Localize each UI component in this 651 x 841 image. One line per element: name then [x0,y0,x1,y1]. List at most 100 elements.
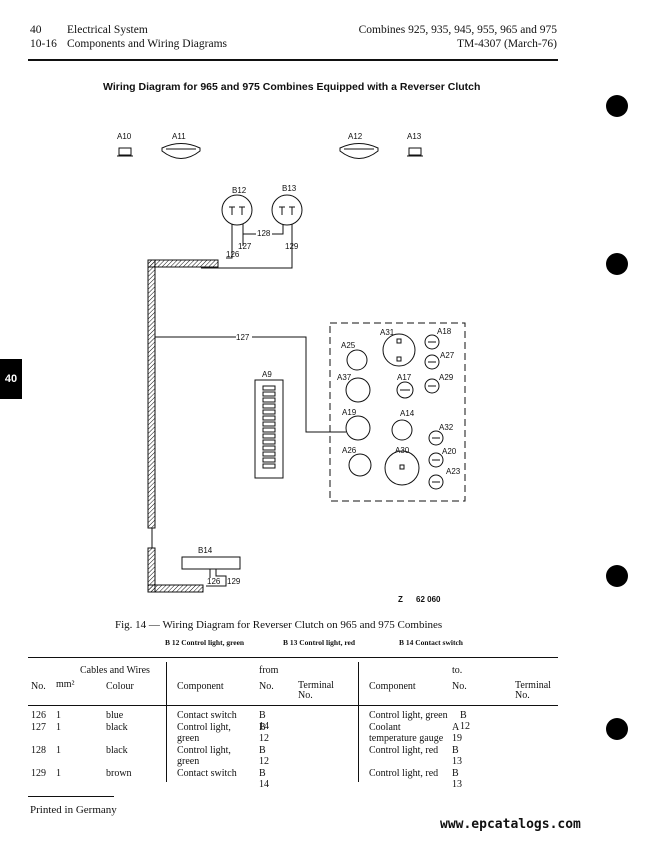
label-wire-129: 129 [285,242,299,251]
gauge-a31 [382,333,416,367]
label-a20: A20 [442,447,457,456]
headlamp-a12 [339,143,379,159]
cell-from-component: Contact switch [177,768,237,779]
indicator-a29 [424,378,440,394]
label-a30: A30 [395,446,410,455]
col-to-component: Component [369,681,416,692]
cell-mm2: 1 [56,745,61,756]
label-a23: A23 [446,467,461,476]
footer-rule [28,796,114,797]
lamp-a10 [118,147,132,156]
cell-to-no: B 12 [460,710,470,732]
cell-mm2: 1 [56,722,61,733]
page-number: 10-16 [30,38,57,50]
label-a9: A9 [262,370,272,379]
col-colour: Colour [106,681,134,692]
table-rule-header [28,705,558,706]
col-to-no: No. [452,681,467,692]
section-number: 40 [30,24,42,36]
indicator-a20 [428,452,444,468]
contact-switch-b14 [181,556,241,570]
label-a12: A12 [348,132,363,141]
indicator-a18 [424,334,440,350]
headlamp-a11 [161,143,201,159]
cell-from-no: B 14 [259,710,269,732]
cell-no: 129 [31,768,46,779]
label-a11: A11 [172,132,186,141]
label-wire-126: 126 [226,250,240,259]
label-a37: A37 [337,373,352,382]
col-no: No. [31,681,46,692]
gauge-a37 [345,377,371,403]
control-light-b12 [221,194,253,226]
cell-from-no: B 14 [259,768,269,790]
label-b14: B14 [198,546,213,555]
gauge-a26 [348,453,372,477]
gauge-a19 [345,415,371,441]
table-group-cables: Cables and Wires [80,665,150,676]
label-wire-129-b14: 129 [227,577,241,586]
cell-from-component: Contact switch [177,710,237,721]
manual-number: TM-4307 (March-76) [457,38,557,50]
harness-bottom [147,584,204,593]
cell-no: 126 [31,710,46,721]
cell-colour: black [106,722,128,733]
table-divider [358,662,359,782]
cell-mm2: 1 [56,768,61,779]
lamp-a13 [408,147,422,156]
label-a27: A27 [440,351,455,360]
binder-hole [606,253,628,275]
cell-from-no: B 12 [259,745,269,767]
cell-colour: brown [106,768,132,779]
figure-caption: Fig. 14 — Wiring Diagram for Reverser Cl… [115,619,443,631]
header-rule [28,59,558,61]
indicator-a23 [428,474,444,490]
cell-no: 128 [31,745,46,756]
label-b12: B12 [232,186,247,195]
footer-printed: Printed in Germany [30,804,117,816]
col-mm2: mm² [56,679,75,690]
binder-hole [606,565,628,587]
cell-from-component: Control light, green [177,745,231,767]
label-a32: A32 [439,423,454,432]
col-from-component: Component [177,681,224,692]
legend-b12: B 12 Control light, green [165,638,245,647]
wiring-diagram: A10 A11 A12 A13 B12 B13 128 127 129 126 … [117,132,466,604]
label-a19: A19 [342,408,357,417]
cell-to-no: A 19 [452,722,462,744]
label-b13: B13 [282,184,297,193]
label-a17: A17 [397,373,412,382]
label-a14: A14 [400,409,415,418]
indicator-a27 [424,354,440,370]
models-heading: Combines 925, 935, 945, 955, 965 and 975 [358,24,557,36]
cell-to-component: Control light, green [369,710,448,721]
cell-from-no: B 12 [259,722,269,744]
watermark: www.epcatalogs.com [440,817,581,832]
reference-prefix: Z [398,595,403,604]
label-a13: A13 [407,132,422,141]
cell-to-no: B 13 [452,768,462,790]
section-title: Electrical System [67,24,148,36]
label-a10: A10 [117,132,132,141]
cell-to-component: Control light, red [369,745,439,756]
label-a31: A31 [380,328,395,337]
label-a18: A18 [437,327,452,336]
table-rule-top [28,657,558,658]
gauge-a14 [391,419,413,441]
binder-hole [606,95,628,117]
label-a25: A25 [341,341,356,350]
table-divider [166,662,167,782]
cell-colour: blue [106,710,124,721]
reference-number: 62 060 [416,595,441,604]
col-to-terminal: Terminal No. [515,680,551,701]
binder-hole [606,718,628,740]
legend-b14: B 14 Contact switch [399,638,463,647]
cell-mm2: 1 [56,710,61,721]
label-a29: A29 [439,373,454,382]
label-a26: A26 [342,446,357,455]
gauge-a25 [346,349,368,371]
instrument-panel [329,322,466,502]
table-group-from: from [259,665,279,676]
label-wire-127-main: 127 [236,333,250,342]
cell-to-component: Coolant temperature gauge [369,722,444,744]
